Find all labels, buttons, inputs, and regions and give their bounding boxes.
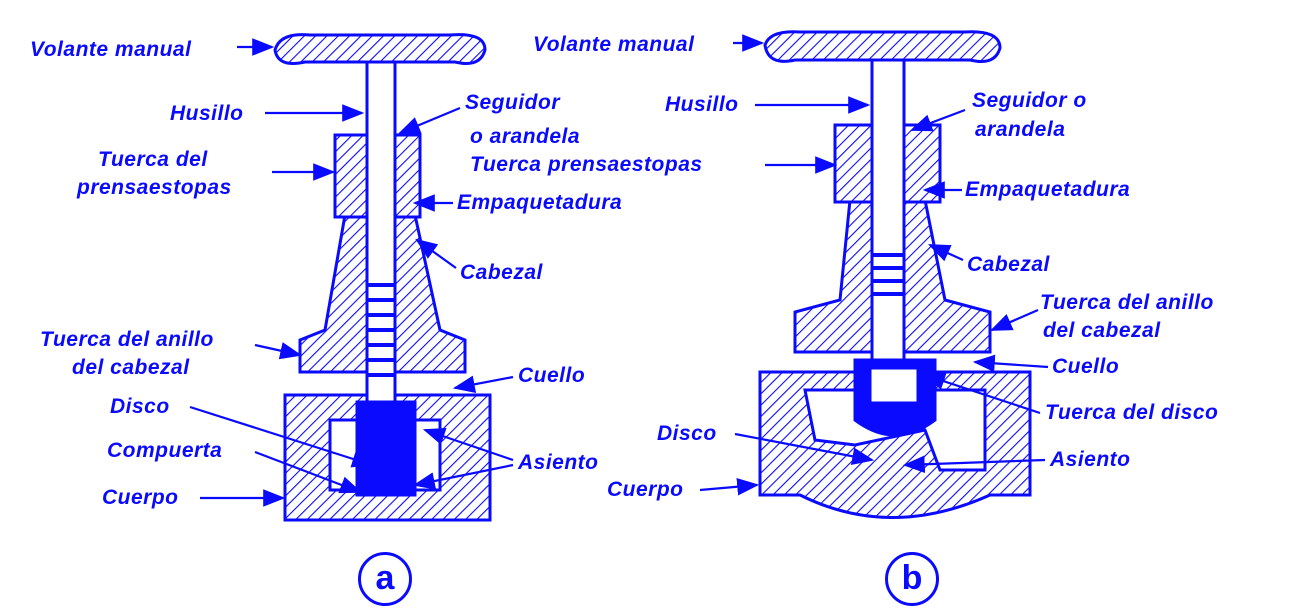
label-seguidor-b: Seguidor o [972,89,1087,112]
label-empaquetadura-a: Empaquetadura [457,191,623,214]
label-del-cabezal-a: del cabezal [72,356,190,379]
label-cuerpo-b: Cuerpo [607,478,684,501]
handwheel-b [763,30,1002,63]
label-tuerca-del-a: Tuerca del [98,148,208,171]
label-seguidor-a: Seguidor [465,91,561,114]
stem-a [365,60,397,404]
label-asiento-b: Asiento [1050,448,1131,471]
label-disco-a: Disco [110,395,170,418]
label-cuello-b: Cuello [1052,355,1120,378]
label-husillo-b: Husillo [665,93,739,116]
marker-a: a [358,552,412,606]
label-cabezal-a: Cabezal [460,261,543,284]
label-tuerca-anillo-a: Tuerca del anillo [40,328,214,351]
label-husillo-a: Husillo [170,102,244,125]
label-asiento-a: Asiento [518,451,599,474]
leader-arrows [189,34,1049,507]
label-cuerpo-a: Cuerpo [102,486,179,509]
label-arandela-a: o arandela [470,125,581,148]
gate-a [355,400,417,497]
label-prensaestopas-a: prensaestopas [77,176,232,199]
label-cuello-a: Cuello [518,364,586,387]
gate-valve-a [273,33,492,522]
label-compuerta-a: Compuerta [107,439,223,462]
label-del-cabezal-b: del cabezal [1043,319,1161,342]
label-arandela-b: arandela [975,118,1066,141]
stem-b [870,58,906,362]
label-cabezal-b: Cabezal [967,253,1050,276]
label-tuerca-disco-b: Tuerca del disco [1045,401,1219,424]
label-empaquetadura-b: Empaquetadura [965,178,1131,201]
label-tuerca-prensaestopas-b: Tuerca prensaestopas [470,153,703,176]
globe-valve-b [758,30,1032,519]
label-volante-b: Volante manual [533,33,695,56]
handwheel-a [273,33,487,65]
label-tuerca-anillo-b: Tuerca del anillo [1040,291,1214,314]
marker-b: b [885,552,939,606]
label-volante-a: Volante manual [30,38,192,61]
label-disco-b: Disco [657,422,717,445]
